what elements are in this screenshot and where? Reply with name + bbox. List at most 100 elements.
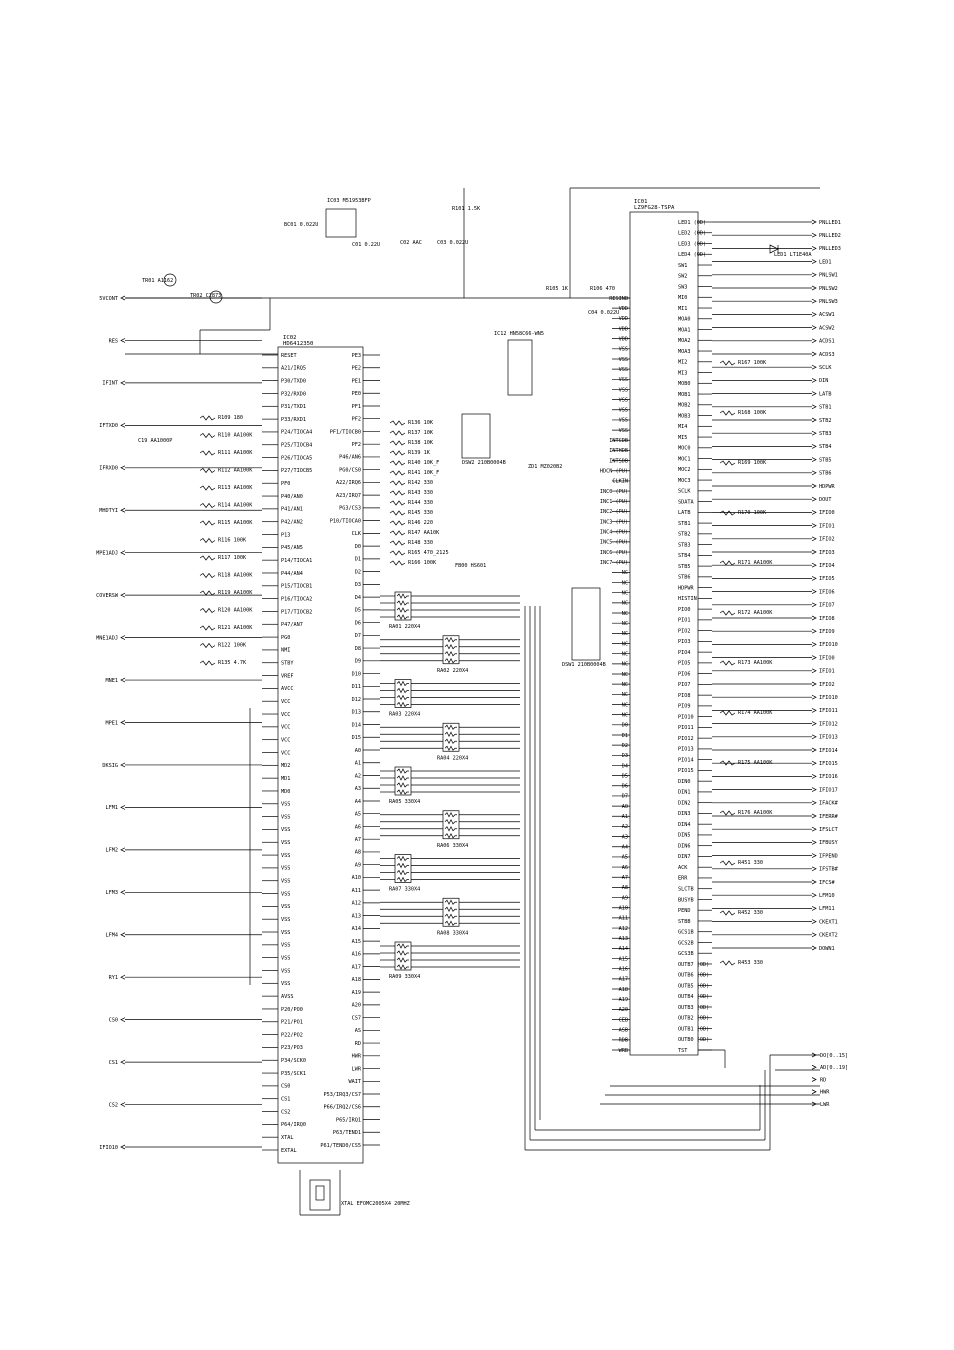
asic-right-pin-label: OUTB0 (OD) <box>678 1037 709 1043</box>
asic-output-arrow <box>811 826 817 832</box>
resistor-symbol <box>389 560 406 566</box>
cpu-left-pin-label: VREF <box>281 673 294 679</box>
asic-left-pin-label: A7 <box>622 875 628 881</box>
asic-right-pin-label: PIO14 <box>678 757 694 763</box>
asic-left-pin-label: NC <box>622 621 628 627</box>
asic-right-pin-label: PIO15 <box>678 768 694 774</box>
cpu-right-pin-label: RD <box>355 1041 361 1047</box>
cpu-left-pin-label: AVSS <box>281 994 294 1000</box>
resistor-array-element <box>396 950 409 956</box>
cpu-left-pin-label: VCC <box>281 725 290 731</box>
asic-output-net-label: IFSTB# <box>819 867 839 873</box>
asic-output-arrow <box>811 787 817 792</box>
resistor-label: R175 AA100K <box>738 760 773 766</box>
cpu-right-pin-label: D3 <box>355 582 361 588</box>
ic-asic-part: LZ9FG28-TSPA <box>634 205 675 211</box>
asic-output-net-label: SCLK <box>819 365 832 371</box>
asic-output-arrow <box>811 840 817 845</box>
asic-left-pin-label: A2 <box>622 824 628 830</box>
cpu-left-pin-label: CS2 <box>281 1109 290 1115</box>
cpu-right-pin-label: A1 <box>355 761 361 767</box>
cpu-left-pin-label: VSS <box>281 814 290 820</box>
asic-output-arrow <box>811 655 817 660</box>
asic-left-pin-label: VSS <box>619 367 628 373</box>
asic-left-pin-label: A5 <box>622 855 628 861</box>
asic-right-pin-label: STBB <box>678 919 691 925</box>
asic-right-pin-label: GCS3B <box>678 951 694 957</box>
resistor-label: R135 4.7K <box>218 660 247 666</box>
cpu-left-pin-label: P34/SCK0 <box>281 1058 306 1064</box>
asic-output-arrow <box>811 694 817 700</box>
asic-left-pin-label: A8 <box>622 885 628 891</box>
cpu-right-pin-label: A13 <box>352 913 361 919</box>
resistor-symbol <box>199 520 216 526</box>
resistor-array-element <box>444 650 457 657</box>
asic-output-net-label: IFIO17 <box>819 787 838 793</box>
left-net-arrow <box>120 1059 126 1065</box>
asic-output-arrow <box>811 285 817 291</box>
resistor-symbol <box>389 530 406 536</box>
asic-output-arrow <box>811 364 817 370</box>
cpu-left-pin-label: P47/AN7 <box>281 622 303 628</box>
asic-output-net-label: DOUT <box>819 497 832 503</box>
resistor-symbol <box>719 510 736 516</box>
asic-right-pin-label: DIN6 <box>678 843 691 849</box>
ic12-body <box>507 339 533 396</box>
resistor-symbol <box>199 537 216 544</box>
asic-output-arrow <box>811 562 817 568</box>
asic-left-pin-label: INC4 (PU) <box>600 530 628 536</box>
asic-right-pin-label: PIO0 <box>678 607 691 613</box>
asic-right-pin-label: MOB3 <box>678 413 691 419</box>
bus-output-label: AD[0..19] <box>820 1065 848 1071</box>
cpu-left-pin-label: P44/AN4 <box>281 571 303 577</box>
asic-right-pin-label: MOA2 <box>678 338 691 344</box>
cpu-right-pin-label: AS <box>355 1028 361 1034</box>
left-net-label: IFINT <box>102 381 118 387</box>
asic-output-net-label: ACDS3 <box>819 352 835 358</box>
asic-left-pin-label: D6 <box>622 784 628 790</box>
resistor-array-element <box>396 789 409 795</box>
asic-right-pin-label: PIO6 <box>678 671 691 677</box>
cpu-right-pin-label: D15 <box>352 735 361 741</box>
left-net-arrow <box>120 338 126 343</box>
asic-right-pin-label: HDPWR <box>678 585 694 591</box>
cpu-left-pin-label: VSS <box>281 853 290 859</box>
asic-left-pin-label: NC <box>622 651 628 657</box>
asic-right-pin-label: STB3 <box>678 542 691 548</box>
wires <box>125 187 820 1216</box>
asic-right-pin-label: OUTB6 (OD) <box>678 973 709 979</box>
resistor-symbol <box>719 410 736 416</box>
resistor-label: R120 AA100K <box>218 608 253 614</box>
asic-output-arrow <box>811 892 817 898</box>
asic-left-pin-label: INC0 (PU) <box>600 489 628 495</box>
left-net-arrow <box>120 1017 126 1022</box>
asic-output-arrow <box>811 668 817 674</box>
asic-right-pin-label: PIO5 <box>678 661 691 667</box>
asic-output-net-label: PNLSW2 <box>819 286 838 292</box>
asic-output-arrow <box>811 510 817 515</box>
resistor-array-element <box>444 920 457 927</box>
asic-output-arrow <box>811 906 817 911</box>
bus-output-arrow <box>811 1077 817 1082</box>
cpu-left-pin-label: P13 <box>281 532 290 538</box>
asic-right-pin-label: SCLK <box>678 489 691 495</box>
cpu-right-pin-label: A7 <box>355 837 361 843</box>
asic-right-pin-label: MOC1 <box>678 456 691 462</box>
asic-left-pin-label: D7 <box>622 794 628 800</box>
resistor-symbol <box>719 560 736 566</box>
asic-output-net-label: IFIO11 <box>819 708 838 714</box>
asic-output-net-label: STB3 <box>819 431 832 437</box>
asic-left-pin-label: NC <box>622 631 628 637</box>
cpu-right-pin-label: D2 <box>355 569 361 575</box>
resistor-array-element <box>444 811 457 818</box>
resistor-symbol <box>199 467 216 474</box>
cpu-right-pin-label: A16 <box>352 952 361 958</box>
cpu-left-pin-label: EXTAL <box>281 1148 297 1154</box>
resistor-label: R452 330 <box>738 910 763 916</box>
asic-output-arrow <box>811 549 817 555</box>
asic-output-net-label: PNLLED2 <box>819 233 841 239</box>
asic-left-pin-label: INC3 (PU) <box>600 519 628 525</box>
resistor-array-body <box>442 722 460 752</box>
cpu-right-pin-label: WAIT <box>349 1079 362 1085</box>
resistor-array-body <box>442 897 460 927</box>
